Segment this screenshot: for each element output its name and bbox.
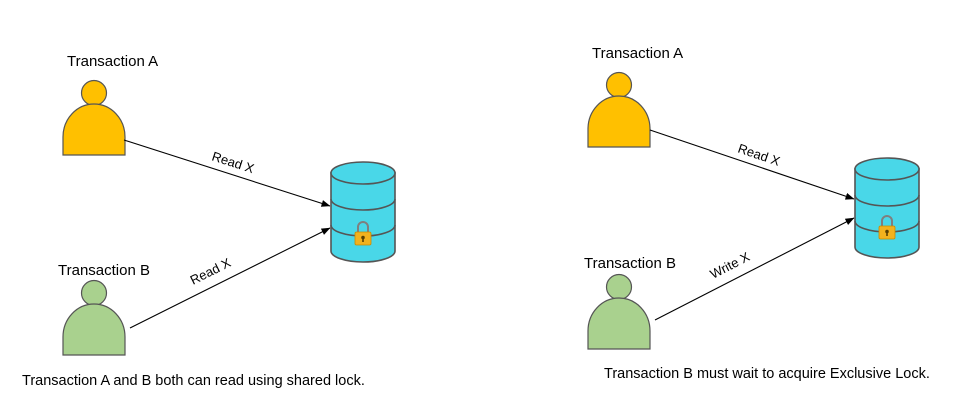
left-edge-a-label: Read X <box>210 149 256 177</box>
right-database-icon <box>854 157 920 259</box>
right-transaction-b-person-icon <box>587 273 651 350</box>
right-write-x-arrow-b <box>654 217 855 321</box>
left-panel: Transaction A Read X Transaction B Read … <box>22 53 396 389</box>
right-caption: Transaction B must wait to acquire Exclu… <box>604 366 930 382</box>
right-panel: Transaction A Read X Transaction B Write… <box>584 45 930 382</box>
right-transaction-b-label: Transaction B <box>584 255 676 272</box>
right-read-x-arrow-a <box>649 129 855 200</box>
left-transaction-a-label: Transaction A <box>67 53 158 70</box>
right-edge-b-label: Write X <box>708 249 753 282</box>
left-read-x-arrow-b <box>129 227 331 329</box>
left-transaction-b-person-icon <box>62 279 126 356</box>
left-caption: Transaction A and B both can read using … <box>22 373 365 389</box>
right-edge-a-label: Read X <box>736 141 782 169</box>
right-transaction-a-person-icon <box>587 71 651 148</box>
left-read-x-arrow-a <box>123 139 331 207</box>
left-transaction-a-person-icon <box>62 79 126 156</box>
left-edge-b-label: Read X <box>188 255 234 288</box>
right-transaction-a-label: Transaction A <box>592 45 683 62</box>
left-database-icon <box>330 161 396 263</box>
left-transaction-b-label: Transaction B <box>58 262 150 279</box>
